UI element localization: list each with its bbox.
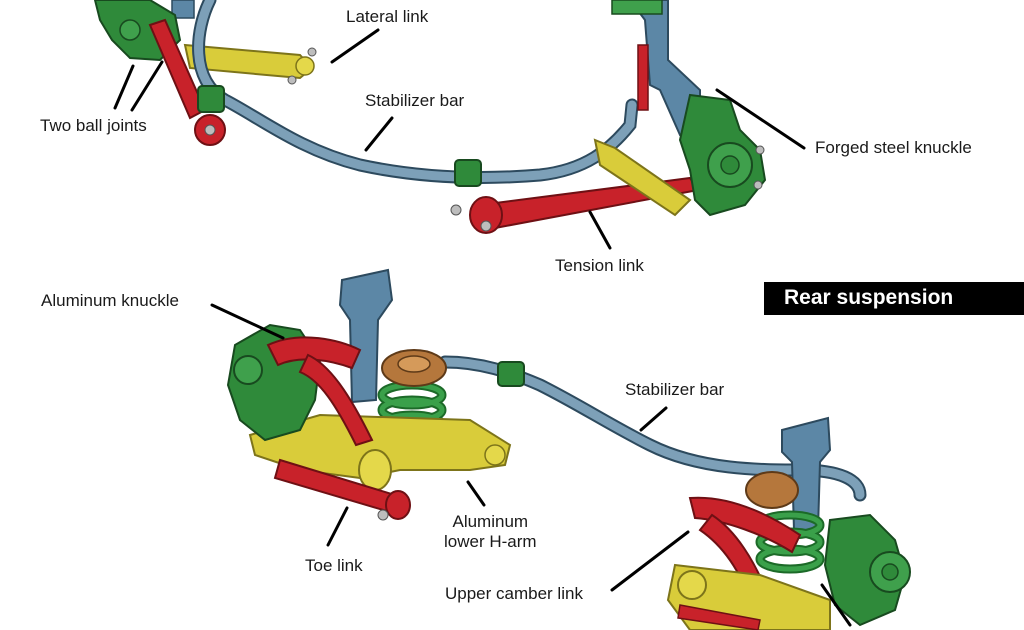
rear-left-upper-arm (266, 336, 362, 370)
lateral-link-leader (330, 28, 380, 64)
two-ball-joints-label: Two ball joints (40, 116, 147, 135)
front-leader-lines (113, 28, 806, 250)
two-ball-joints-leader-b (130, 60, 164, 112)
tension-link-leader (588, 210, 612, 250)
stabilizer-bar-front-label: Stabilizer bar (365, 91, 465, 110)
two-ball-joints-leader-a (113, 64, 135, 110)
rear-suspension-title: Rear suspension (784, 286, 954, 309)
rear-suspension-banner: Rear suspension (764, 282, 1024, 315)
aluminum-lower-h-arm-leader (466, 480, 486, 507)
forged-steel-knuckle-label: Forged steel knuckle (815, 138, 972, 157)
aluminum-knuckle-leader (210, 303, 285, 340)
front-left-bushing (197, 85, 225, 113)
rear-left-upper-arm-b (298, 353, 374, 447)
lateral-link-label: Lateral link (346, 7, 429, 26)
rear-right-knuckle (823, 513, 907, 627)
front-left-strut (171, 0, 195, 19)
forged-steel-knuckle-leader (715, 88, 806, 150)
stabilizer-bar-rear-leader (639, 406, 668, 432)
front-right-drop-link (637, 44, 649, 111)
front-center-bushing (454, 159, 482, 187)
upper-camber-link-label: Upper camber link (445, 584, 583, 603)
toe-link-leader (326, 506, 349, 547)
stabilizer-bar-front-leader (364, 116, 394, 152)
rear-suspension (226, 268, 911, 630)
rear-left-strut (338, 268, 394, 404)
toe-link-label: Toe link (305, 556, 363, 575)
rear-stabilizer-bushing (497, 361, 525, 387)
aluminum-lower-h-arm-label: Aluminum lower H-arm (444, 512, 537, 551)
rear-leader-lines (210, 303, 852, 627)
tension-link-label: Tension link (555, 256, 644, 275)
aluminum-knuckle-label: Aluminum knuckle (41, 291, 179, 310)
rear-right-spring-mount (745, 471, 799, 509)
stabilizer-bar-rear-label: Stabilizer bar (625, 380, 725, 399)
front-right-lower-arm (593, 138, 692, 217)
front-suspension (93, 0, 767, 234)
upper-camber-link-leader (610, 530, 690, 592)
rear-bottom-leader (820, 583, 852, 627)
